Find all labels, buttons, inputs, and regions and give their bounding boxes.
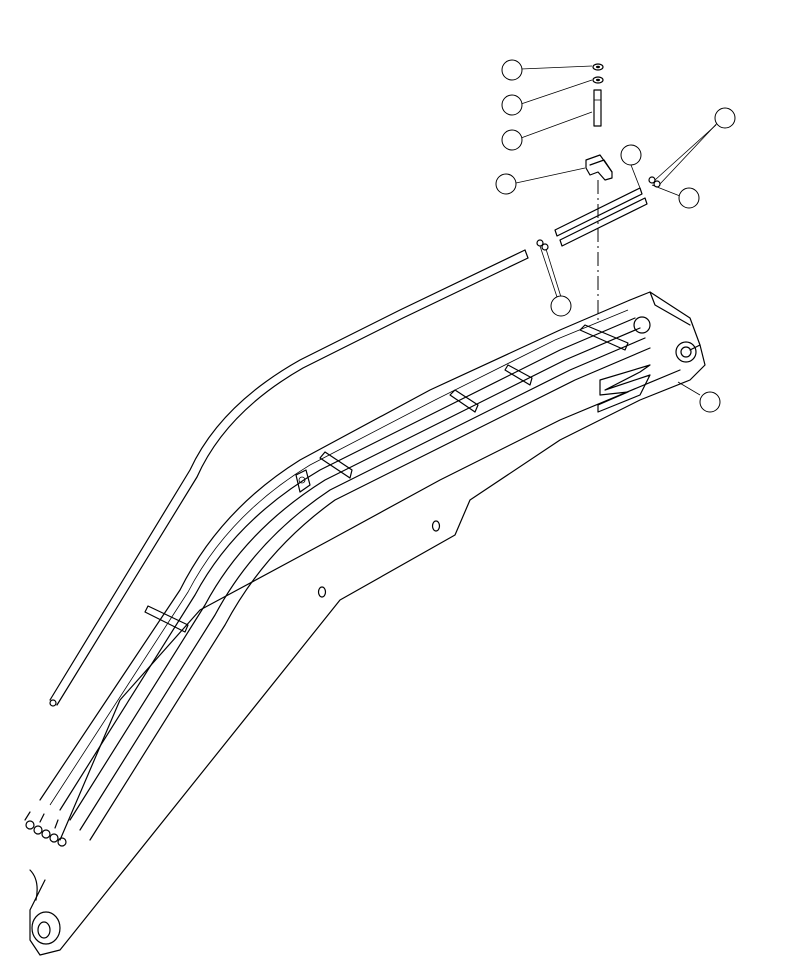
callout-c6 — [620, 144, 642, 166]
callout-c9 — [699, 391, 721, 413]
exploded-parts — [536, 63, 661, 320]
callout-c8 — [550, 295, 572, 317]
boom-arm — [24, 291, 706, 956]
callout-c2 — [501, 94, 523, 116]
callout-c1 — [501, 59, 523, 81]
callout-c7 — [678, 187, 700, 209]
callout-c4 — [495, 173, 517, 195]
callout-c5 — [714, 107, 736, 129]
leader-lines — [515, 65, 723, 396]
hose-assembly — [49, 249, 529, 707]
callout-c3 — [501, 129, 523, 151]
